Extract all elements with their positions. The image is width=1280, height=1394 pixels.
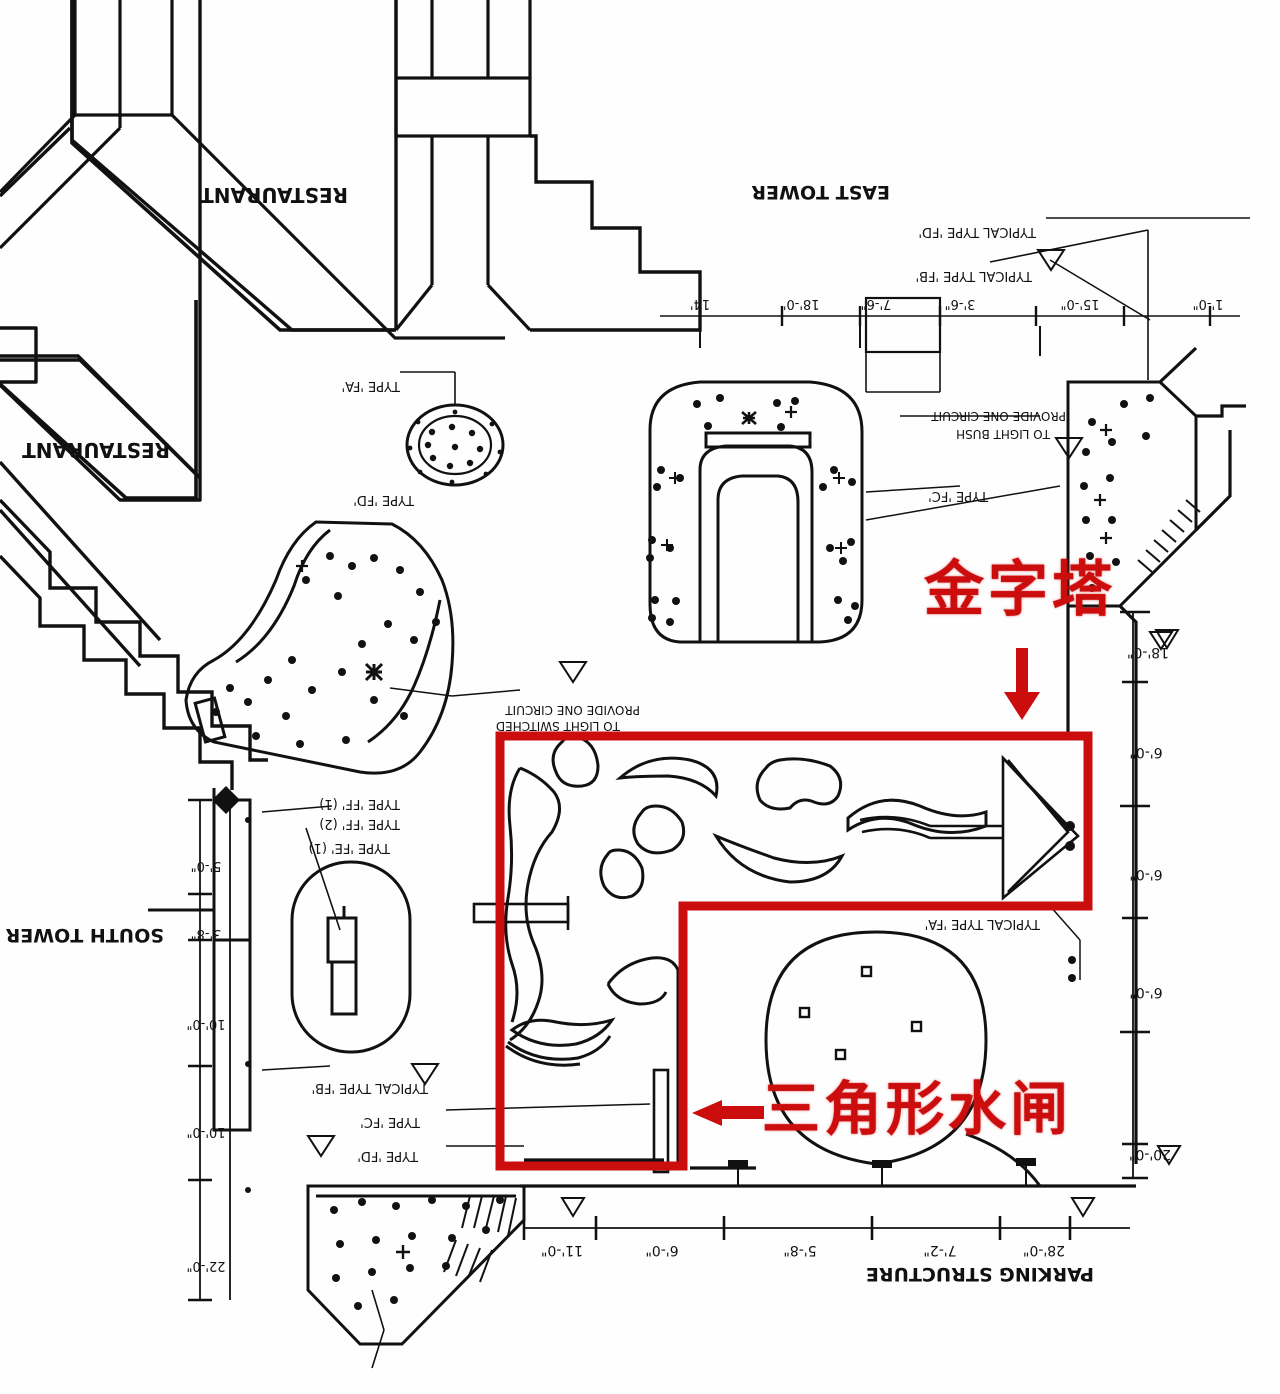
svg-text:6'-0": 6'-0": [1129, 984, 1162, 1000]
svg-text:7'-2": 7'-2": [923, 1242, 956, 1258]
svg-text:28'-0": 28'-0": [1023, 1242, 1065, 1258]
svg-text:TYPE 'FA': TYPE 'FA': [342, 378, 401, 393]
pyramid-anchor-dots: [1065, 821, 1075, 851]
u-planter-dots: [646, 394, 859, 626]
pyramid-down-arrow: [1004, 648, 1040, 720]
svg-text:PROVIDE ONE CIRCUIT: PROVIDE ONE CIRCUIT: [505, 703, 640, 717]
leader-lines: [261, 217, 1250, 1147]
svg-text:RESTAURANT: RESTAURANT: [200, 183, 348, 207]
svg-text:TYPICAL TYPE 'FB': TYPICAL TYPE 'FB': [311, 1080, 429, 1095]
fixture-tag-triangle-right: [1154, 629, 1182, 1166]
red-highlight-region: [495, 731, 1093, 1171]
svg-text:TYPE 'FD': TYPE 'FD': [357, 1148, 419, 1163]
svg-text:SOUTH TOWER: SOUTH TOWER: [5, 924, 164, 946]
round-plaza-markers: [798, 965, 923, 1061]
svg-text:6'-0": 6'-0": [1129, 866, 1162, 882]
round-planter: [400, 371, 505, 487]
building-outline-restaurant-top: [0, 0, 505, 340]
dimension-right-values: 18'-0" 6'-0" 6'-0" 6'-0" 20'-0": [1127, 644, 1171, 1162]
svg-text:PARKING STRUCTURE: PARKING STRUCTURE: [866, 1263, 1094, 1285]
stair-wall-left: [0, 498, 268, 790]
dimension-chain-top: [660, 229, 1240, 393]
plaza-edge-diagonal: [0, 460, 162, 668]
fixture-tag-triangles: [306, 249, 1174, 1158]
svg-text:20'-0": 20'-0": [1129, 1146, 1171, 1162]
svg-text:TYPE 'FF' (1): TYPE 'FF' (1): [319, 796, 401, 811]
svg-text:1'-0": 1'-0": [1193, 296, 1224, 311]
fixture-tag-triangle-bottom: [560, 1197, 1096, 1218]
svg-text:EAST TOWER: EAST TOWER: [751, 181, 890, 203]
svg-text:RESTAURANT: RESTAURANT: [22, 438, 170, 462]
stepped-wall-top-right: [530, 134, 702, 332]
dimension-top-values: 14' 18'-0" 7'-6" 3'-6" 15'-0" 1'-0": [690, 296, 1223, 311]
svg-text:7'-6": 7'-6": [861, 296, 892, 311]
dimension-bottom-values: 11'-0" 6'-0" 5'-8" 7'-2" 28'-0": [541, 1242, 1065, 1258]
boundary-hatch: [1137, 499, 1201, 573]
svg-text:14': 14': [690, 296, 710, 311]
oblong-planter-leader: [305, 827, 341, 931]
annotation-label-triangular-gate: 三角形水闸: [762, 1075, 1073, 1143]
plan-text-layer: RESTAURANT RESTAURANT EAST TOWER SOUTH T…: [5, 181, 1094, 1285]
svg-text:10'-0": 10'-0": [186, 1124, 225, 1139]
svg-text:TYPE 'FC': TYPE 'FC': [360, 1114, 421, 1129]
svg-text:TYPE 'FC': TYPE 'FC': [928, 488, 989, 503]
svg-text:TYPE 'FD': TYPE 'FD': [353, 492, 415, 507]
svg-text:22'-0": 22'-0": [186, 1258, 225, 1273]
planter-bottom-leader: [371, 1289, 385, 1369]
left-post-dots: [245, 817, 251, 1193]
planter-top-right-dots: [1080, 394, 1154, 592]
lobed-planter-left: [184, 520, 455, 775]
svg-text:5'-8": 5'-8": [783, 1242, 816, 1258]
restaurant-top-mass: [70, 0, 394, 332]
svg-text:3'-6": 3'-6": [945, 296, 976, 311]
svg-text:TYPE 'FF' (2): TYPE 'FF' (2): [319, 816, 401, 831]
u-shaped-planter: [648, 380, 864, 644]
svg-text:11'-0": 11'-0": [541, 1242, 583, 1258]
pyramid-triangle: [859, 754, 1080, 901]
svg-text:6'-0": 6'-0": [1129, 744, 1162, 760]
svg-text:TO LIGHT BUSH: TO LIGHT BUSH: [956, 427, 1051, 441]
circulation-spine: [394, 0, 532, 332]
svg-text:15'-0": 15'-0": [1060, 296, 1099, 311]
svg-text:TYPICAL TYPE 'FB': TYPICAL TYPE 'FB': [915, 268, 1033, 283]
entry-walk-bar: [472, 896, 570, 930]
svg-text:TYPICAL TYPE 'FD': TYPICAL TYPE 'FD': [918, 224, 1037, 239]
svg-text:18'-0": 18'-0": [1127, 644, 1169, 660]
svg-text:5'-0": 5'-0": [191, 858, 222, 873]
planter-bottom-hatch: [443, 1195, 517, 1283]
bollard-markers: [728, 1158, 1036, 1186]
svg-text:TYPE 'FE' (1): TYPE 'FE' (1): [309, 840, 391, 855]
restaurant-left-wedge: [0, 300, 198, 500]
svg-text:18'-0": 18'-0": [780, 296, 819, 311]
gate-left-arrow: [692, 1100, 764, 1126]
leader-endpoints: [1068, 956, 1076, 982]
planter-bottom-left-dots: [330, 1196, 504, 1310]
dimension-chain-right: [1120, 610, 1150, 1180]
svg-text:TO LIGHT SWITCHED: TO LIGHT SWITCHED: [496, 719, 621, 733]
oblong-planter: [290, 860, 412, 1054]
round-plaza: [764, 930, 1042, 1187]
diamond-marker: [212, 786, 240, 814]
svg-text:TYPICAL TYPE 'FA': TYPICAL TYPE 'FA': [925, 916, 1041, 931]
svg-text:6'-0": 6'-0": [645, 1242, 678, 1258]
svg-text:10'-0": 10'-0": [186, 1016, 225, 1031]
annotation-label-pyramid: 金字塔: [924, 555, 1116, 625]
dimension-chain-left: [188, 798, 231, 1302]
lobed-planter-dots: [212, 552, 440, 748]
